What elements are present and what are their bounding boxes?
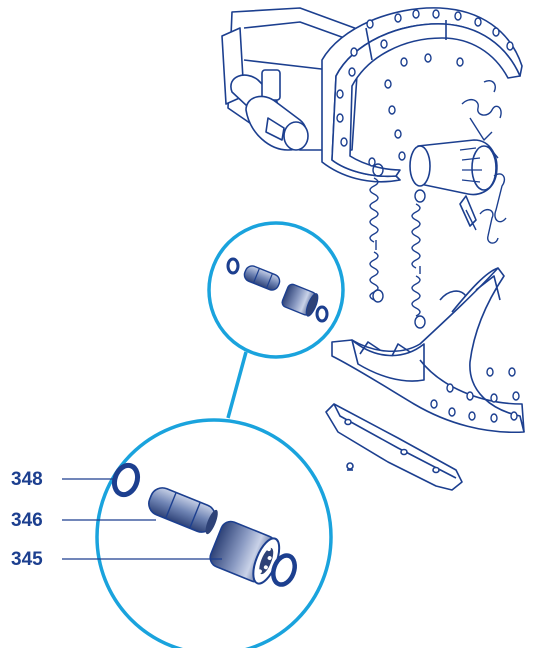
lower-shoe-rivets [430,367,520,423]
brake-assembly [221,7,523,244]
slack-adjuster [230,69,309,151]
upper-shoe-rivets [336,9,514,167]
callout-346: 346 [11,510,43,531]
small-roller [281,283,319,317]
small-o-ring-right [315,305,329,323]
camshaft [409,139,498,227]
large-detail-circle [95,418,333,648]
lower-brake-shoe [331,267,525,434]
anchor-plate [325,403,463,491]
spring-clips [461,80,507,244]
small-pin [243,265,281,291]
return-spring-right [411,189,426,329]
upper-brake-shoe [321,7,523,183]
small-o-ring-left [226,257,240,275]
leader-lines [62,478,222,560]
return-springs [369,163,426,329]
o-ring-348 [111,462,141,498]
o-ring-right [271,553,297,587]
small-detail-circle [207,221,345,359]
callout-345: 345 [11,549,43,570]
roller-345 [209,520,281,585]
pin-346 [148,487,218,535]
return-spring-left [369,163,384,303]
callout-348: 348 [11,469,43,490]
connector-line [226,351,248,419]
